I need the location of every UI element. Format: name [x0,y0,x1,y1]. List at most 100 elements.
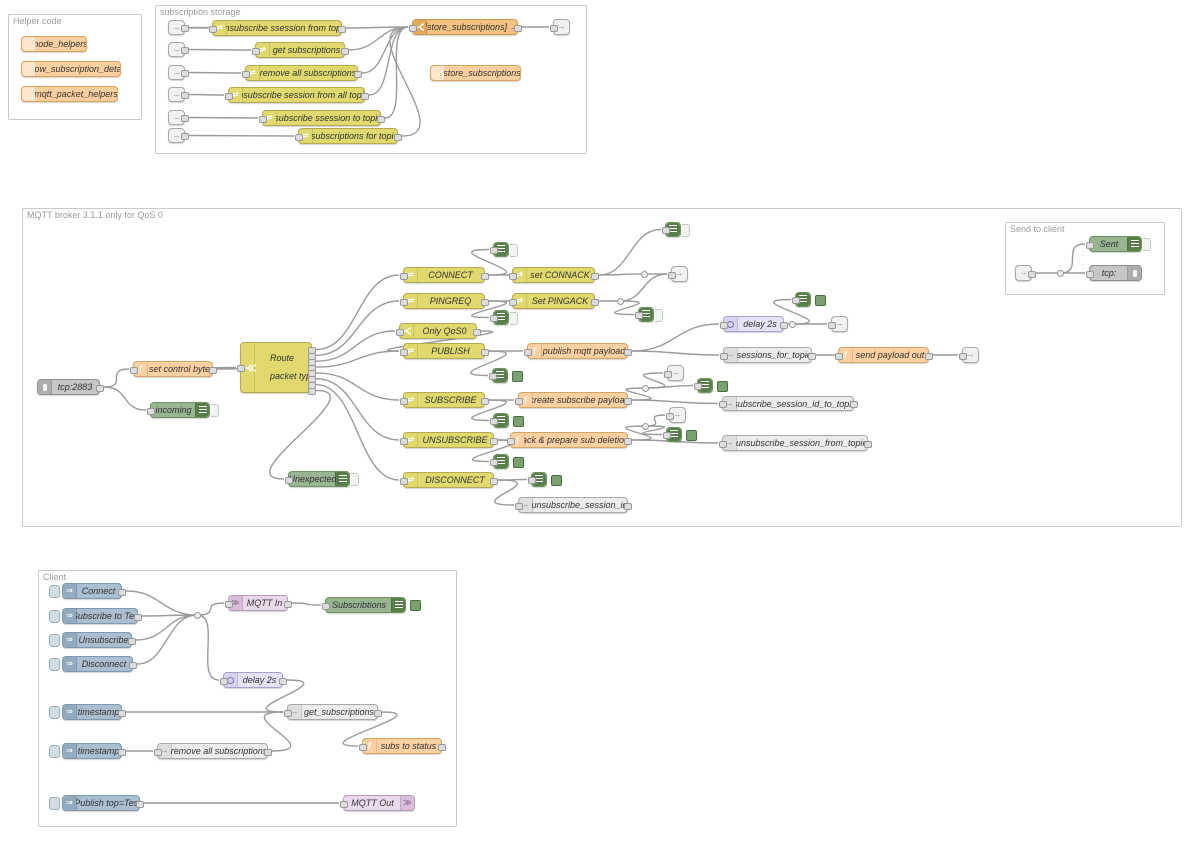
input-port[interactable] [489,459,498,466]
output-port[interactable] [128,661,137,669]
node-h4[interactable]: store_subscriptions [430,65,521,81]
wire-junction[interactable] [640,270,648,278]
debug-toggle-button[interactable] [510,312,518,325]
node-li1[interactable]: → [168,20,189,35]
node-lo1[interactable]: → [549,19,570,35]
node-d1[interactable] [489,242,518,257]
input-port[interactable] [693,383,702,390]
input-port[interactable] [506,437,515,445]
output-port[interactable] [133,613,142,621]
output-port[interactable] [127,637,136,645]
output-port[interactable] [807,352,816,360]
debug-toggle-button[interactable] [351,473,359,486]
node-yQ[interactable]: Only QoS0 [395,323,481,339]
output-port[interactable] [360,92,369,100]
input-port[interactable] [489,247,498,254]
output-port[interactable] [376,115,385,123]
input-port[interactable] [395,328,404,336]
inject-button[interactable] [49,797,60,810]
node-dSent[interactable]: Sent [1085,236,1151,252]
wire-junction[interactable] [193,611,201,619]
output-port[interactable] [489,477,498,485]
node-y1[interactable]: ⇄unsubscribe ssession from topic [208,20,346,36]
input-port[interactable] [224,92,233,100]
node-dUnexp[interactable]: Unexpected [284,471,359,487]
node-ySub[interactable]: ⇄SUBSCRIBE [399,392,489,408]
inject-button[interactable] [49,585,60,598]
output-port[interactable] [623,348,632,356]
node-loCA[interactable]: → [667,266,688,282]
input-port[interactable] [661,227,670,234]
output-port[interactable] [263,748,272,756]
output-port[interactable] [393,133,402,141]
node-yDis[interactable]: ⇄DISCONNECT [399,472,498,488]
node-lcST[interactable]: →subscribe_session_id_to_topic [718,396,858,411]
debug-toggle-button[interactable] [410,600,421,611]
node-loSend[interactable]: → [958,347,979,363]
debug-toggle-button[interactable] [717,381,728,392]
input-port[interactable] [236,365,245,372]
input-port[interactable] [153,748,162,756]
node-lcSess[interactable]: →sessions_for_topic [719,347,816,363]
output-port[interactable] [437,743,446,751]
input-port[interactable] [284,476,293,484]
node-dSubs[interactable]: Subscribtions [321,597,421,613]
output-port[interactable] [135,800,144,808]
node-tcp1[interactable]: tcp:2883 [37,379,104,395]
output-port[interactable] [278,677,287,685]
node-y5[interactable]: ⇄subscribe ssession to topic [258,110,385,126]
input-port[interactable] [399,437,408,445]
node-d5[interactable] [489,454,524,469]
input-port[interactable] [408,24,417,32]
input-port[interactable] [219,677,228,685]
output-port[interactable] [117,588,126,596]
input-port[interactable] [663,370,672,378]
node-lcUid[interactable]: →unsubscribe_session_id [514,497,632,513]
input-port[interactable] [718,440,727,448]
node-loUns[interactable]: → [665,407,686,423]
input-port[interactable] [146,407,155,415]
output-port[interactable] [480,272,489,280]
node-d4[interactable] [489,413,524,428]
input-port[interactable] [294,133,303,141]
node-h1[interactable]: node_helpers [21,36,87,52]
debug-toggle-button[interactable] [1143,238,1151,251]
wire-junction[interactable] [641,384,649,392]
node-d8[interactable] [634,307,663,322]
input-port[interactable] [667,271,676,279]
inject-button[interactable] [49,634,60,647]
wire-junction[interactable] [788,320,796,328]
output-port[interactable] [924,352,933,360]
node-injU[interactable]: ⇒Unsubscribe [49,632,136,648]
node-lcUT[interactable]: →unsubscribe_session_from_topic [718,435,872,451]
debug-toggle-button[interactable] [686,430,697,441]
output-port[interactable] [117,709,126,717]
input-port[interactable] [224,600,233,608]
input-port[interactable] [958,352,967,360]
output-port[interactable] [180,25,189,32]
input-port[interactable] [251,47,260,55]
input-port[interactable] [399,397,408,405]
output-port[interactable] [337,25,346,33]
node-lc1[interactable]: [store_subscriptions] → [408,19,522,35]
wire-junction[interactable] [1056,269,1064,277]
input-port[interactable] [665,412,674,420]
input-port[interactable] [834,352,843,360]
node-d11[interactable] [662,427,697,442]
output-port[interactable] [1027,270,1036,278]
node-h2[interactable]: show_subscription_details [21,61,121,77]
output-port[interactable] [590,298,599,306]
inject-button[interactable] [49,706,60,719]
debug-toggle-button[interactable] [510,244,518,257]
output-port[interactable] [480,397,489,405]
node-d3[interactable] [488,368,523,383]
node-d2[interactable] [489,310,518,325]
node-yC[interactable]: ⇄CONNECT [399,267,489,283]
input-port[interactable] [488,373,497,380]
node-d7[interactable] [661,222,690,237]
input-port[interactable] [321,602,330,610]
debug-toggle-button[interactable] [512,371,523,382]
input-port[interactable] [399,298,408,306]
input-port[interactable] [399,272,408,280]
